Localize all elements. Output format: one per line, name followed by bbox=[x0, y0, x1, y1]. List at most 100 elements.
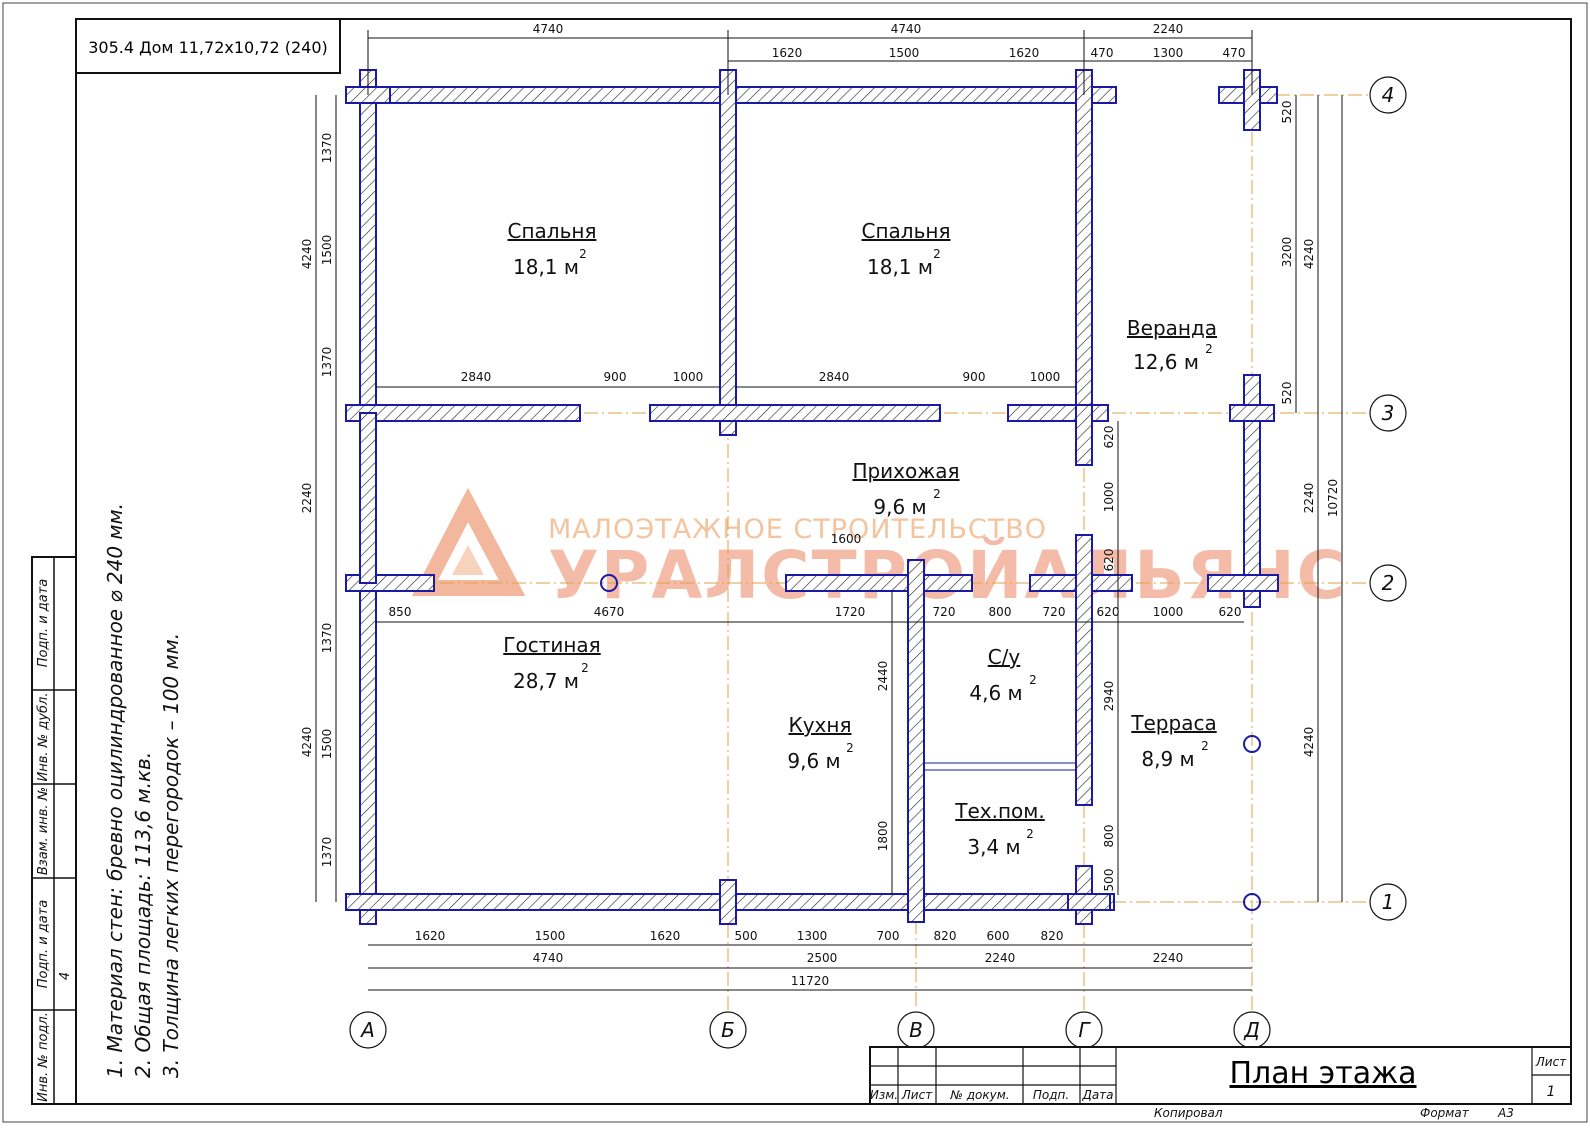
dim-right-mid: 4240 bbox=[1302, 239, 1316, 270]
dim-right-mid: 2240 bbox=[1302, 483, 1316, 514]
svg-text:9,6 м: 9,6 м bbox=[873, 495, 926, 519]
svg-text:18,1 м: 18,1 м bbox=[513, 255, 579, 279]
svg-text:2: 2 bbox=[1029, 673, 1037, 687]
dim-bottom2: 2500 bbox=[807, 951, 838, 965]
watermark: МАЛОЭТАЖНОЕ СТРОИТЕЛЬСТВО УРАЛСТРОЙАЛЬЯН… bbox=[411, 487, 1345, 614]
terrace-columns bbox=[600, 574, 1261, 911]
column-icon bbox=[1243, 735, 1261, 753]
dim-interior-vertical: 1000 bbox=[1102, 482, 1116, 513]
walls bbox=[345, 69, 1279, 925]
svg-text:С/у: С/у bbox=[988, 645, 1021, 669]
dim-interior-vertical: 620 bbox=[1102, 549, 1116, 572]
note-2: 2. Общая площадь: 113,6 м.кв. bbox=[131, 752, 155, 1078]
dim-right-inner: 520 bbox=[1280, 101, 1294, 124]
svg-text:2: 2 bbox=[1201, 739, 1209, 753]
dim-bottom1: 1620 bbox=[650, 929, 681, 943]
axis-labels: А Б В Г Д 1 2 3 4 bbox=[359, 83, 1394, 1042]
side-label: Взам. инв. № bbox=[36, 787, 51, 875]
dim-bottom2: 2240 bbox=[1153, 951, 1184, 965]
side-label: Инв. № подл. bbox=[36, 1012, 51, 1102]
room-hallway: Прихожая 9,6 м 2 bbox=[852, 459, 959, 519]
tb-sheet-label: Лист bbox=[1535, 1055, 1567, 1069]
svg-text:Веранда: Веранда bbox=[1127, 316, 1217, 340]
dim-top2: 1300 bbox=[1153, 46, 1184, 60]
dim-interior-vertical: 500 bbox=[1102, 869, 1116, 892]
dim-row3: 2840 bbox=[819, 370, 850, 384]
dim-left-outer: 4240 bbox=[300, 239, 314, 270]
dim-interior-vertical: 1800 bbox=[876, 821, 890, 852]
note-1: 1. Материал стен: бревно оцилиндрованное… bbox=[103, 503, 127, 1078]
side-label: Подп. и дата bbox=[36, 579, 51, 668]
dimension-lines bbox=[315, 30, 1343, 991]
tb-col-label: № докум. bbox=[949, 1088, 1009, 1102]
dim-left-inner: 1370 bbox=[320, 133, 334, 164]
dim-top2: 1500 bbox=[889, 46, 920, 60]
svg-text:2: 2 bbox=[581, 661, 589, 675]
dim-bottom-total: 11720 bbox=[791, 974, 829, 988]
axis-bubbles bbox=[349, 76, 1407, 1049]
svg-text:8,9 м: 8,9 м bbox=[1141, 747, 1194, 771]
dim-bottom1: 600 bbox=[987, 929, 1010, 943]
drawing-title: План этажа bbox=[1229, 1056, 1416, 1091]
dim-left-inner: 1370 bbox=[320, 623, 334, 654]
general-notes: 1. Материал стен: бревно оцилиндрованное… bbox=[103, 503, 183, 1078]
dim-bottom1: 820 bbox=[1041, 929, 1064, 943]
dim-row2: 620 bbox=[1219, 605, 1242, 619]
axis-label-d: Д bbox=[1243, 1018, 1260, 1042]
watermark-logo-icon bbox=[411, 487, 526, 596]
watermark-logo-inner-icon bbox=[452, 545, 484, 575]
dim-row3: 1000 bbox=[1030, 370, 1061, 384]
watermark-line1: МАЛОЭТАЖНОЕ СТРОИТЕЛЬСТВО bbox=[548, 514, 1047, 545]
dim-bottom1: 1620 bbox=[415, 929, 446, 943]
dim-top2: 470 bbox=[1223, 46, 1246, 60]
svg-text:2: 2 bbox=[1205, 342, 1213, 356]
dim-interior-vertical: 2940 bbox=[1102, 681, 1116, 712]
room-veranda: Веранда 12,6 м 2 bbox=[1127, 316, 1217, 374]
svg-text:9,6 м: 9,6 м bbox=[787, 749, 840, 773]
dim-bottom1: 500 bbox=[735, 929, 758, 943]
dim-interior-vertical: 620 bbox=[1102, 426, 1116, 449]
tb-col-label: Лист bbox=[901, 1088, 933, 1102]
dim-row2: 620 bbox=[1097, 605, 1120, 619]
room-bathroom: С/у 4,6 м 2 bbox=[969, 645, 1036, 705]
dim-left-outer: 4240 bbox=[300, 727, 314, 758]
title-block: Изм. Лист № докум. Подп. Дата Лист 1 Пла… bbox=[869, 1046, 1572, 1120]
dim-bottom1: 1500 bbox=[535, 929, 566, 943]
dim-row2: 1600 bbox=[831, 532, 862, 546]
svg-text:Прихожая: Прихожая bbox=[852, 459, 959, 483]
axis-label-3: 3 bbox=[1382, 401, 1395, 425]
dim-row2: 1720 bbox=[835, 605, 866, 619]
axis-label-b: Б bbox=[721, 1018, 735, 1042]
tb-col-label: Дата bbox=[1081, 1088, 1113, 1102]
side-stamp: Инв. № подл. Подп. и дата Взам. инв. № И… bbox=[31, 556, 77, 1105]
svg-text:2: 2 bbox=[846, 741, 854, 755]
room-labels: Спальня 18,1 м 2 Спальня 18,1 м 2 Веранд… bbox=[503, 219, 1217, 859]
dim-left-inner: 1500 bbox=[320, 729, 334, 760]
svg-text:12,6 м: 12,6 м bbox=[1133, 350, 1199, 374]
svg-text:3,4 м: 3,4 м bbox=[967, 835, 1020, 859]
dim-right-inner: 520 bbox=[1280, 382, 1294, 405]
room-terrace: Терраса 8,9 м 2 bbox=[1130, 711, 1216, 771]
tb-sheet-number: 1 bbox=[1547, 1084, 1556, 1100]
dim-row2: 850 bbox=[389, 605, 412, 619]
dim-left-inner: 1370 bbox=[320, 837, 334, 868]
dim-row3: 2840 bbox=[461, 370, 492, 384]
column-icon bbox=[1243, 893, 1261, 911]
dim-top: 4740 bbox=[891, 22, 922, 36]
axis-label-a: А bbox=[359, 1018, 375, 1042]
svg-text:28,7 м: 28,7 м bbox=[513, 669, 579, 693]
dim-top: 2240 bbox=[1153, 22, 1184, 36]
dim-interior-vertical: 2440 bbox=[876, 661, 890, 692]
dim-bottom2: 4740 bbox=[533, 951, 564, 965]
project-code-box: 305.4 Дом 11,72x10,72 (240) bbox=[75, 18, 341, 74]
dimension-texts: 4740 4740 2240 1620 1500 1620 470 1300 4… bbox=[389, 22, 1246, 988]
tb-col-label: Подп. bbox=[1033, 1088, 1069, 1102]
room-kitchen: Кухня 9,6 м 2 bbox=[787, 713, 853, 773]
copied-label: Копировал bbox=[1154, 1106, 1223, 1120]
dim-row3: 900 bbox=[963, 370, 986, 384]
svg-text:Кухня: Кухня bbox=[789, 713, 852, 737]
format-value: А3 bbox=[1497, 1106, 1514, 1120]
axis-label-g: Г bbox=[1078, 1018, 1091, 1042]
